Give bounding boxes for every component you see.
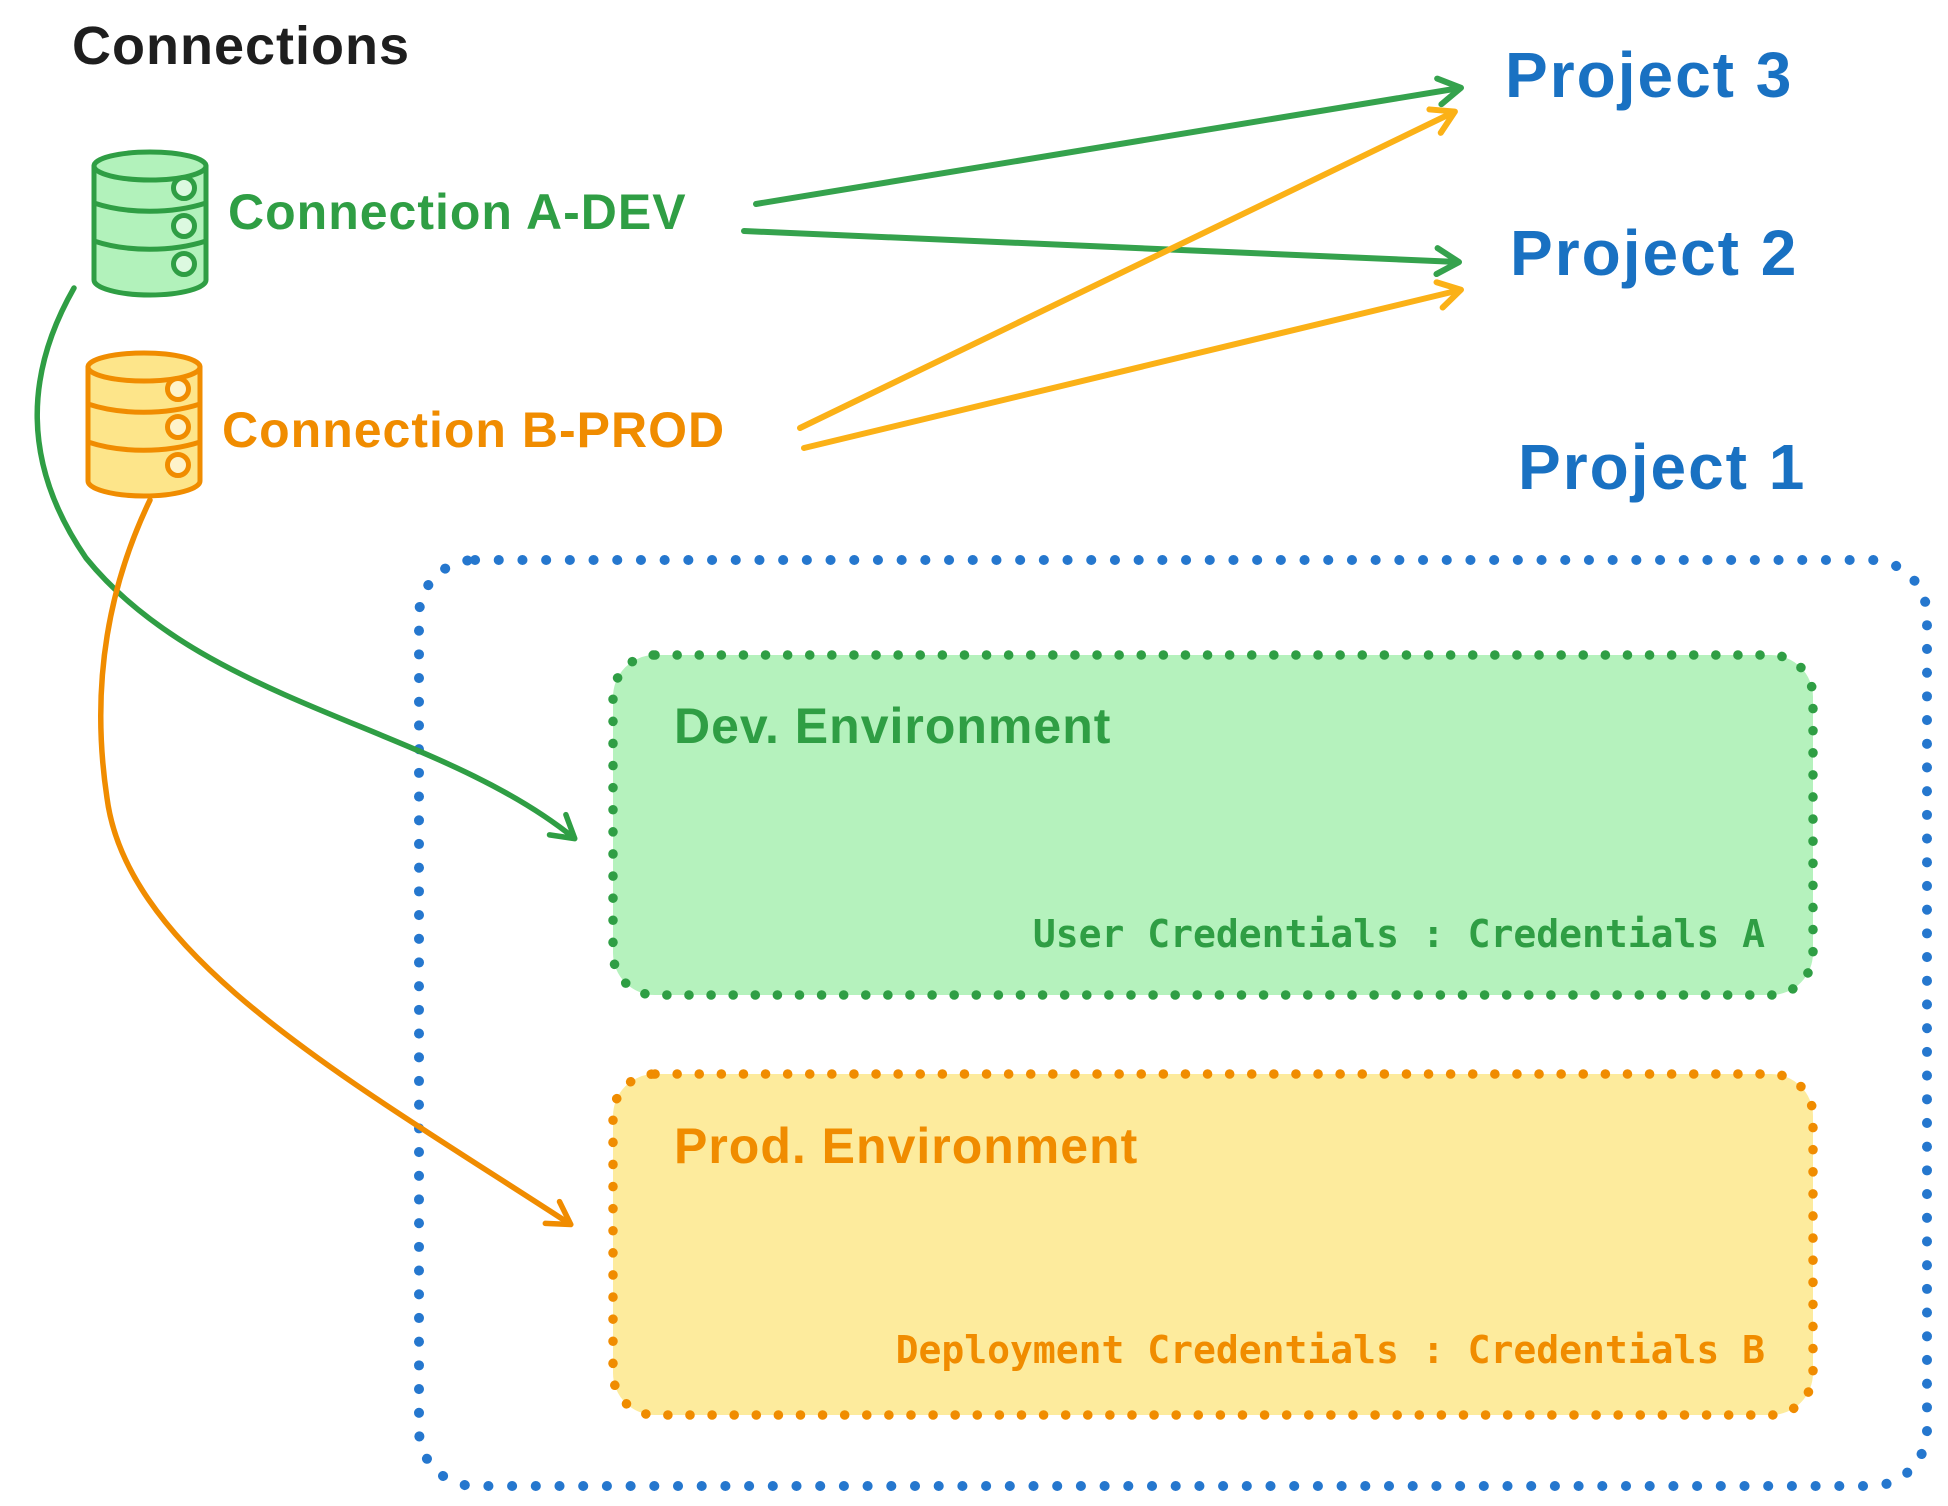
arrow-adev-to-project2: [741, 228, 1462, 278]
diagram-title: Connections: [72, 16, 411, 76]
project1-container-box: [414, 555, 1932, 1491]
dev-environment-credentials: User Credentials : Credentials A: [1032, 912, 1765, 956]
dev-environment-title: Dev. Environment: [674, 698, 1112, 754]
arrow-bprod-to-project3: [797, 106, 1458, 431]
dev-environment-box: [608, 650, 1818, 1000]
project-1-label: Project 1: [1518, 431, 1807, 503]
connection-a-dev-label: Connection A-DEV: [228, 184, 687, 240]
database-icon-a-dev: [91, 149, 209, 298]
arrow-bprod-to-prod-environment: [97, 497, 574, 1228]
arrow-adev-to-project3: [753, 75, 1464, 207]
arrow-bprod-to-project2: [801, 279, 1464, 451]
database-icon-b-prod: [85, 350, 203, 499]
prod-environment-box: [608, 1069, 1818, 1420]
connection-b-prod-label: Connection B-PROD: [222, 402, 726, 458]
prod-environment-title: Prod. Environment: [674, 1118, 1139, 1174]
project-2-label: Project 2: [1510, 217, 1799, 289]
arrow-adev-to-dev-environment: [34, 285, 578, 842]
project-3-label: Project 3: [1505, 39, 1794, 111]
prod-environment-credentials: Deployment Credentials : Credentials B: [895, 1328, 1765, 1372]
